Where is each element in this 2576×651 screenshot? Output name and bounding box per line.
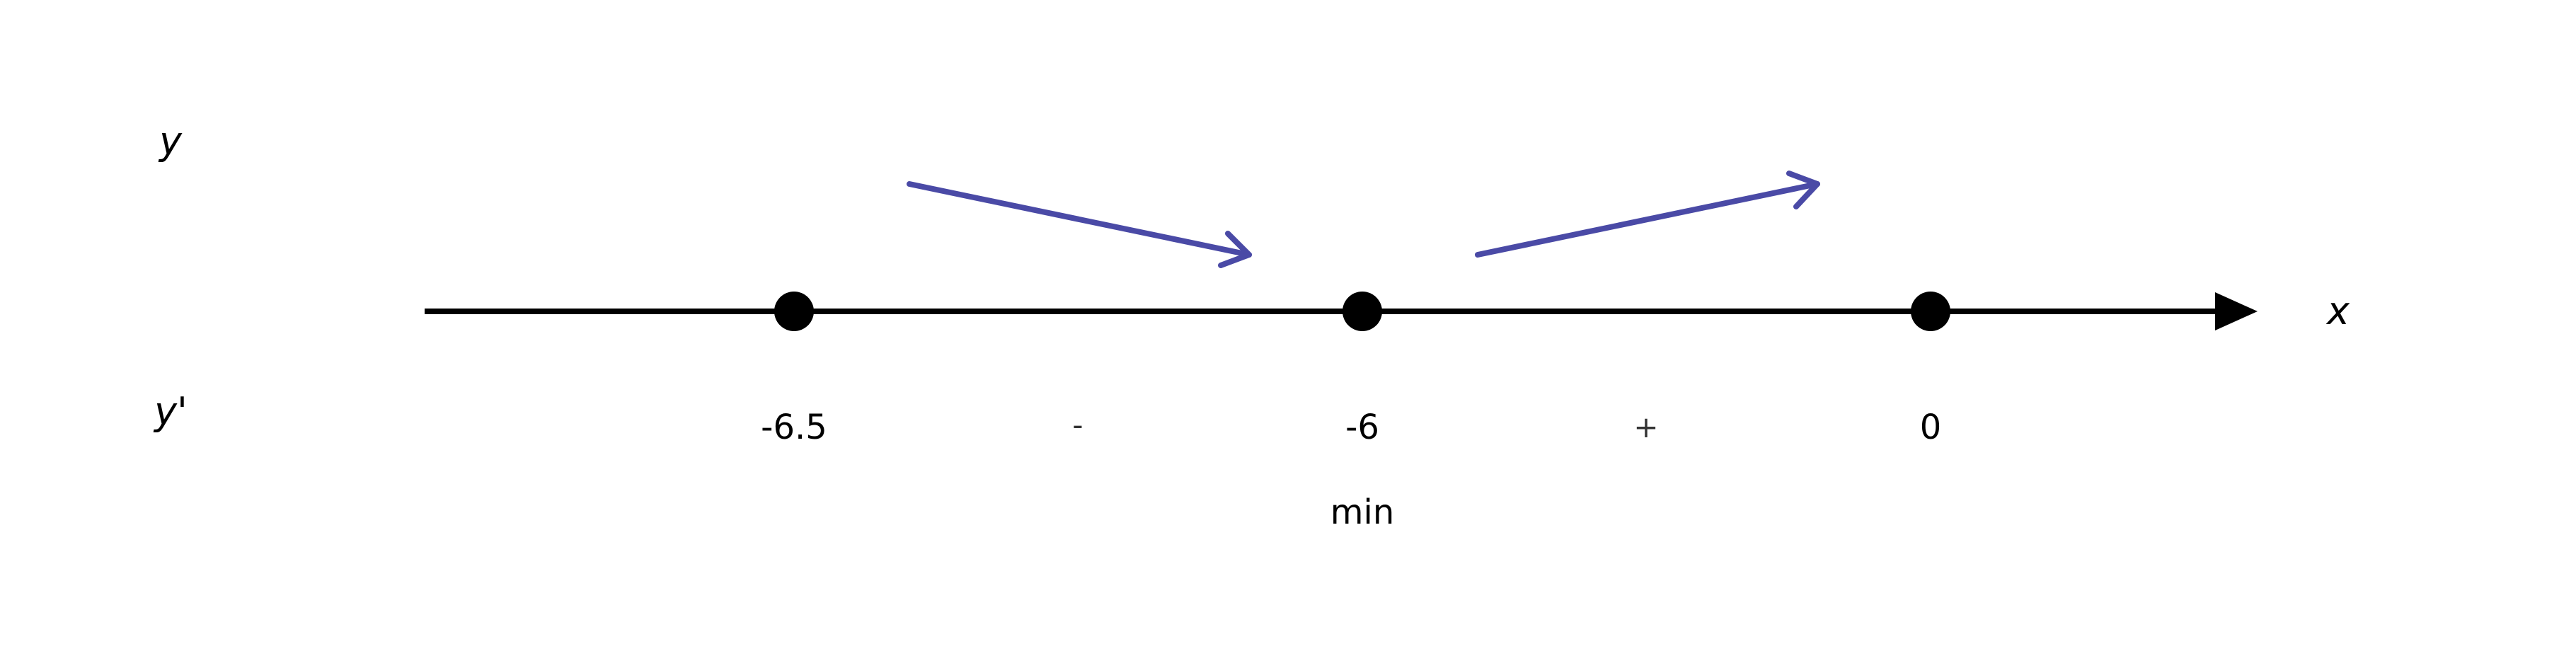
critical-point-1 [774,292,814,331]
y-row-label: y [158,119,183,163]
y-prime-row-label: y' [153,389,188,434]
x-axis-arrowhead [2215,292,2258,330]
critical-point-3 [1911,292,1950,331]
x-axis-label: x [2325,289,2350,333]
decreasing-arrow [907,181,1252,268]
point-label-1: -6.5 [761,408,827,447]
point-label-3: 0 [1920,408,1942,447]
increasing-arrow [1475,171,1820,258]
sign-label-1: - [1072,408,1083,442]
min-label: min [1330,492,1395,532]
sign-label-2: + [1633,410,1658,444]
critical-point-2 [1342,292,1382,331]
point-label-2: -6 [1345,408,1379,447]
